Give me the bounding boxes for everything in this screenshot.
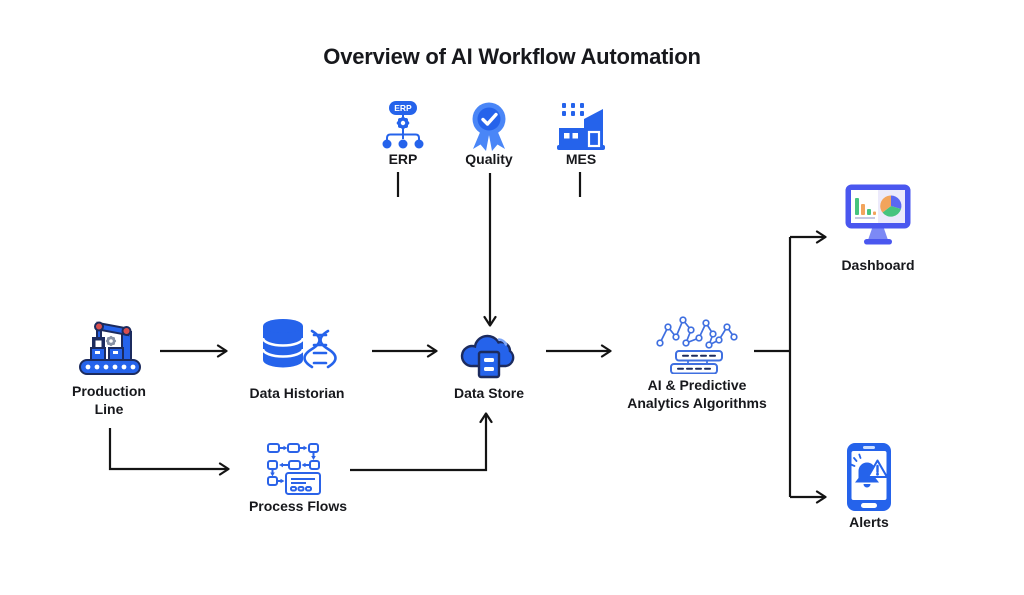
ai-predictive-label-line2: Analytics Algorithms	[627, 395, 767, 411]
production-line-label-line1: Production	[72, 383, 146, 399]
process-flows-label: Process Flows	[248, 498, 348, 514]
phone-alert-bell-icon	[847, 443, 891, 511]
edge-processflows-to-store	[350, 412, 493, 472]
diagram-title: Overview of AI Workflow Automation	[323, 44, 701, 69]
factory-icon	[557, 103, 605, 150]
mes-label: MES	[565, 151, 597, 167]
svg-text:ERP: ERP	[394, 103, 412, 113]
robot-arm-conveyor-icon	[79, 321, 141, 375]
production-line-label-line2: Line	[94, 401, 124, 417]
data-historian-label: Data Historian	[249, 385, 345, 401]
erp-hierarchy-icon: ERP	[382, 101, 424, 149]
database-dna-icon	[261, 319, 337, 369]
edge-production-to-processflows	[108, 428, 230, 476]
erp-label: ERP	[388, 151, 418, 167]
edge-ai-branch-trunk	[754, 237, 792, 497]
flowchart-icon	[267, 443, 321, 495]
network-servers-icon	[656, 316, 738, 374]
data-store-label: Data Store	[453, 385, 525, 401]
quality-label: Quality	[465, 151, 513, 167]
monitor-charts-icon	[845, 184, 911, 245]
alerts-label: Alerts	[849, 514, 889, 530]
ai-predictive-label-line1: AI & Predictive	[647, 377, 747, 393]
cloud-storage-icon	[460, 334, 515, 379]
quality-medal-icon	[472, 102, 506, 151]
dashboard-label: Dashboard	[841, 257, 915, 273]
